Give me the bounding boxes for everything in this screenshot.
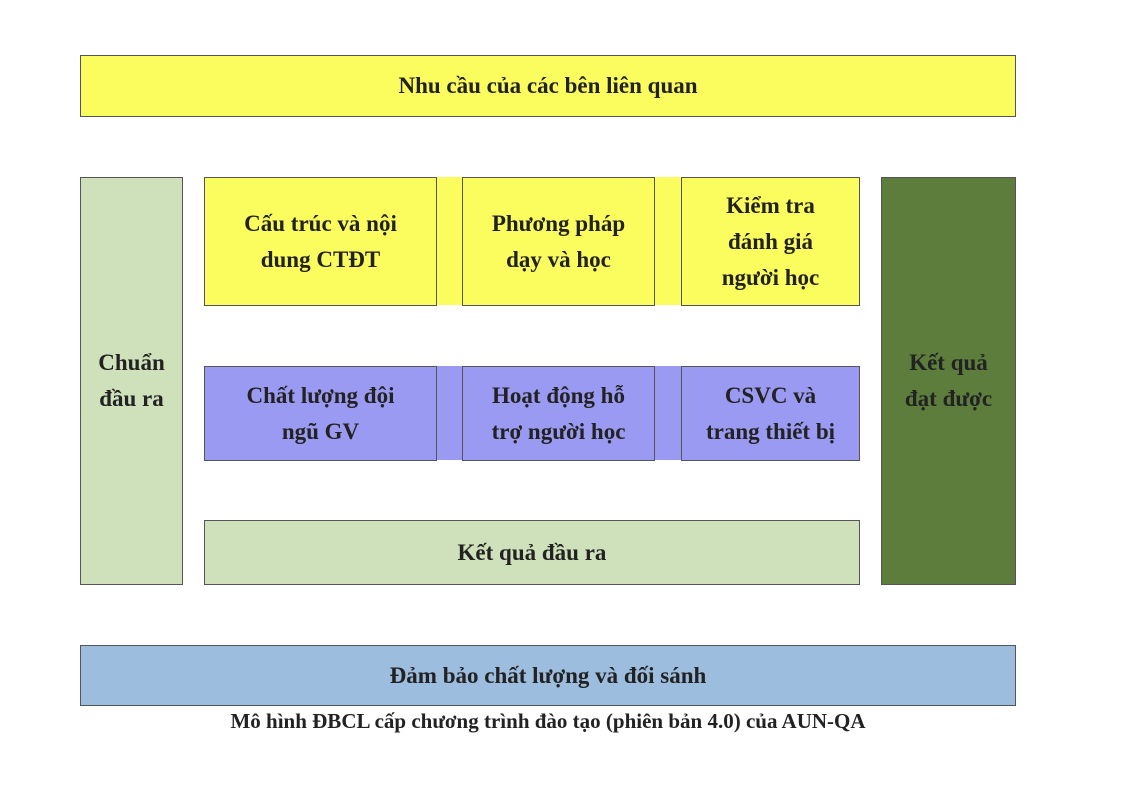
facilities-box: CSVC và trang thiết bị <box>681 366 860 461</box>
expected-learning-outcomes-box: Chuẩn đầu ra <box>80 177 183 585</box>
student-assessment-label: Kiểm tra đánh giá người học <box>721 192 820 290</box>
curriculum-structure-label: Cấu trúc và nội dung CTĐT <box>244 210 397 272</box>
achievements-box: Kết quả đạt được <box>881 177 1016 585</box>
teaching-learning-box: Phương pháp dạy và học <box>462 177 655 306</box>
quality-assurance-box: Đảm bảo chất lượng và đối sánh <box>80 645 1016 706</box>
achievements-label: Kết quả đạt được <box>904 350 993 411</box>
figure-caption: Mô hình ĐBCL cấp chương trình đào tạo (p… <box>230 709 866 733</box>
academic-staff-box: Chất lượng đội ngũ GV <box>204 366 437 461</box>
student-assessment-box: Kiểm tra đánh giá người học <box>681 177 860 306</box>
expected-learning-outcomes-label: Chuẩn đầu ra <box>98 350 165 411</box>
output-results-label: Kết quả đầu ra <box>457 539 607 565</box>
student-support-label: Hoạt động hỗ trợ người học <box>491 382 626 444</box>
stakeholder-needs-label: Nhu cầu của các bên liên quan <box>398 73 698 98</box>
teaching-learning-label: Phương pháp dạy và học <box>491 210 626 272</box>
academic-staff-label: Chất lượng đội ngũ GV <box>246 382 395 444</box>
student-support-box: Hoạt động hỗ trợ người học <box>462 366 655 461</box>
curriculum-structure-box: Cấu trúc và nội dung CTĐT <box>204 177 437 306</box>
facilities-label: CSVC và trang thiết bị <box>705 382 836 444</box>
stakeholder-needs-box: Nhu cầu của các bên liên quan <box>80 55 1016 117</box>
quality-assurance-label: Đảm bảo chất lượng và đối sánh <box>389 662 707 688</box>
output-results-box: Kết quả đầu ra <box>204 520 860 585</box>
